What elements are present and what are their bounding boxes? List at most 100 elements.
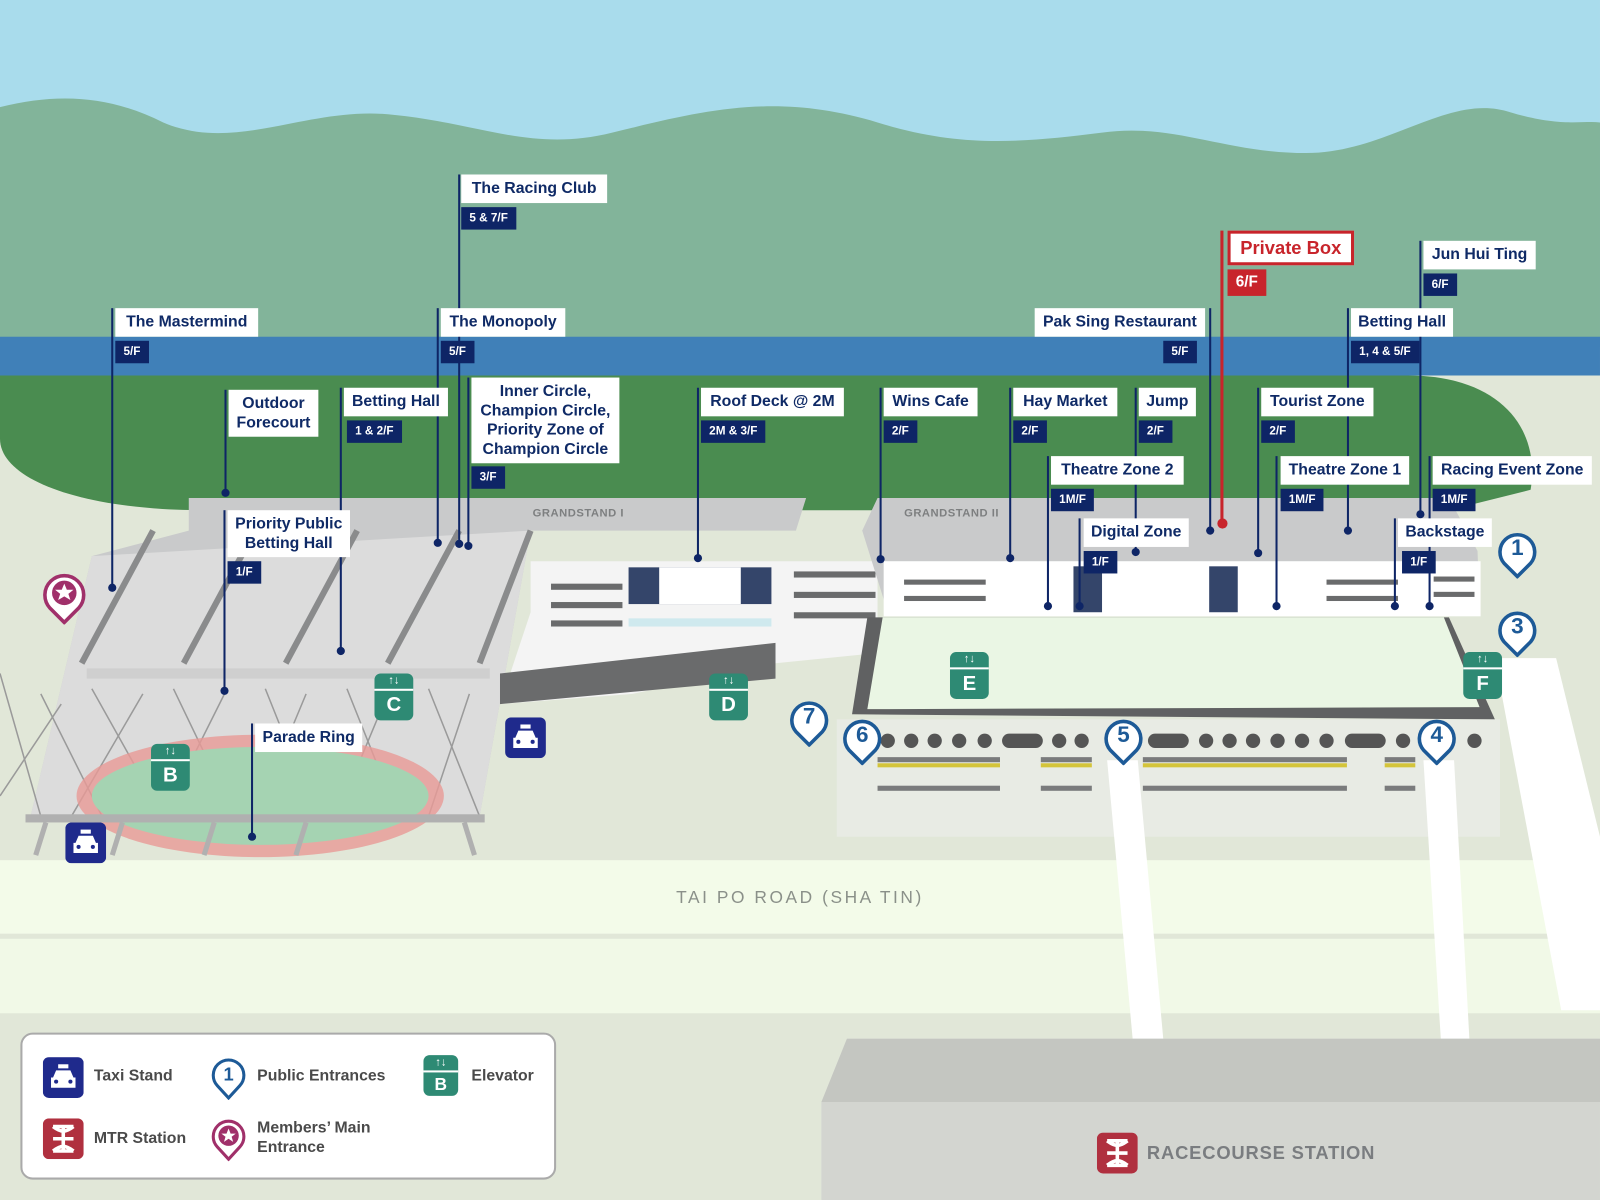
venue-name[interactable]: Priority Public Betting Hall xyxy=(227,510,350,558)
venue-name[interactable]: Jump xyxy=(1138,387,1196,417)
elevator-letter: D xyxy=(721,693,736,717)
elevator-arrows: ↑↓ xyxy=(374,673,414,691)
leader-line xyxy=(467,377,470,546)
elevator-e-icon[interactable]: ↑↓ E xyxy=(949,652,989,699)
venue-name[interactable]: The Monopoly xyxy=(440,308,566,337)
entrance-5-pin-icon[interactable]: 5 xyxy=(1103,716,1144,766)
elevator-letter: E xyxy=(962,672,977,695)
venue-name[interactable]: Roof Deck @ 2M xyxy=(701,387,844,417)
location-dot xyxy=(221,488,230,497)
floor-badge: 2/F xyxy=(1013,420,1047,443)
venue-name[interactable]: Outdoor Forecourt xyxy=(228,389,319,437)
road-label: TAI PO ROAD (SHA TIN) xyxy=(676,887,924,908)
mtr-station-icon[interactable] xyxy=(1096,1132,1138,1179)
mtr-icon xyxy=(42,1118,84,1164)
grandstand-1-label: GRANDSTAND I xyxy=(532,507,624,520)
floor-badge: 3/F xyxy=(471,466,505,489)
elevator-c-icon[interactable]: ↑↓ C xyxy=(374,673,414,721)
venue-name[interactable]: Betting Hall xyxy=(1351,308,1454,337)
floor-badge: 1/F xyxy=(227,561,261,584)
location-dot xyxy=(464,541,473,550)
entrance-4-pin-icon[interactable]: 4 xyxy=(1416,716,1457,766)
entrance-3-pin-icon[interactable]: 3 xyxy=(1497,608,1538,658)
floor-badge: 2/F xyxy=(1138,420,1173,443)
floor-badge: 2/F xyxy=(883,420,917,443)
entrance-7-pin-icon[interactable]: 7 xyxy=(789,698,830,748)
location-dot xyxy=(455,539,464,548)
legend-taxi-label: Taxi Stand xyxy=(93,1067,173,1085)
venue-name[interactable]: Tourist Zone xyxy=(1261,387,1374,417)
venue-name[interactable]: Wins Cafe xyxy=(883,387,978,417)
elevator-f-icon[interactable]: ↑↓ F xyxy=(1463,652,1503,699)
location-dot xyxy=(1390,602,1399,611)
venue-name[interactable]: The Racing Club xyxy=(461,174,608,204)
elevator-letter: C xyxy=(386,693,402,717)
venue-name[interactable]: Jun Hui Ting xyxy=(1423,240,1536,270)
leader-line xyxy=(251,723,254,837)
elevator-arrows: ↑↓ xyxy=(949,652,989,670)
floor-badge: 5/F xyxy=(115,340,149,364)
location-dot xyxy=(336,646,345,656)
leader-line xyxy=(1275,456,1278,607)
floor-badge: 5 & 7/F xyxy=(461,207,517,230)
floor-badge: 1/F xyxy=(1083,551,1117,574)
leader-line xyxy=(1220,230,1224,523)
location-dot xyxy=(876,555,885,564)
entrance-6-pin-icon[interactable]: 6 xyxy=(842,716,883,766)
legend-members-label: Members’ Main Entrance xyxy=(257,1119,371,1157)
location-dot xyxy=(220,686,229,695)
floor-badge: 1M/F xyxy=(1432,488,1476,512)
floor-badge: 2M & 3/F xyxy=(701,420,766,443)
venue-name[interactable]: Digital Zone xyxy=(1083,518,1189,547)
venue-name[interactable]: The Mastermind xyxy=(115,308,259,337)
members-main-entrance-icon[interactable] xyxy=(43,569,86,629)
taxi-stand-icon[interactable] xyxy=(505,717,546,763)
entrance-pin-icon: 1 xyxy=(211,1055,246,1105)
legend-entrance-label: Public Entrances xyxy=(257,1067,386,1085)
elevator-b-icon[interactable]: ↑↓ B xyxy=(151,743,190,791)
elevator-letter: F xyxy=(1476,672,1489,695)
leader-line xyxy=(1419,240,1422,515)
leader-line xyxy=(223,510,226,691)
location-dot xyxy=(1006,554,1015,563)
venue-name[interactable]: Racing Event Zone xyxy=(1432,456,1592,485)
entrance-1-pin-icon[interactable]: 1 xyxy=(1497,530,1538,580)
floor-badge: 1 & 2/F xyxy=(346,420,402,443)
floor-badge: 6/F xyxy=(1423,273,1457,296)
venue-name[interactable]: Betting Hall xyxy=(343,387,448,417)
entrance-number: 7 xyxy=(802,703,816,729)
taxi-stand-icon[interactable] xyxy=(65,822,107,868)
elevator-arrows: ↑↓ xyxy=(1463,652,1503,670)
venue-name[interactable]: Hay Market xyxy=(1013,387,1118,417)
location-dot xyxy=(1425,602,1434,611)
venue-name[interactable]: Theatre Zone 2 xyxy=(1051,456,1184,485)
venue-name[interactable]: Pak Sing Restaurant xyxy=(1034,308,1206,337)
venue-name[interactable]: Inner Circle, Champion Circle, Priority … xyxy=(471,377,620,464)
leader-line xyxy=(1346,308,1349,531)
map-legend: Taxi Stand 1 Public Entrances ↑↓B Elevat… xyxy=(20,1032,557,1180)
venue-name[interactable]: Backstage xyxy=(1397,518,1492,547)
venue-name[interactable]: Private Box xyxy=(1227,230,1355,266)
floor-badge: 1M/F xyxy=(1280,488,1324,512)
grandstand-2-label: GRANDSTAND II xyxy=(904,507,1000,520)
venue-name[interactable]: Parade Ring xyxy=(255,723,363,753)
legend-mtr-label: MTR Station xyxy=(93,1129,187,1147)
elevator-d-icon[interactable]: ↑↓ D xyxy=(709,673,748,721)
floor-badge: 1, 4 & 5/F xyxy=(1351,340,1419,364)
elevator-arrows: ↑↓ xyxy=(709,673,748,691)
entrance-number: 4 xyxy=(1430,721,1443,747)
floor-badge: 2/F xyxy=(1261,420,1295,443)
elevator-letter: B xyxy=(163,764,178,787)
leader-line xyxy=(1046,456,1049,607)
location-dot xyxy=(1131,547,1140,557)
taxi-icon xyxy=(42,1057,84,1103)
leader-line xyxy=(436,308,439,543)
venue-name[interactable]: Theatre Zone 1 xyxy=(1280,456,1410,485)
floor-badge: 1/F xyxy=(1402,551,1436,574)
entrance-number: 6 xyxy=(855,721,869,747)
elevator-icon: ↑↓B xyxy=(423,1055,459,1096)
legend-elevator-label: Elevator xyxy=(471,1067,534,1085)
leader-line xyxy=(1393,518,1396,607)
elevator-arrows: ↑↓ xyxy=(151,744,190,762)
